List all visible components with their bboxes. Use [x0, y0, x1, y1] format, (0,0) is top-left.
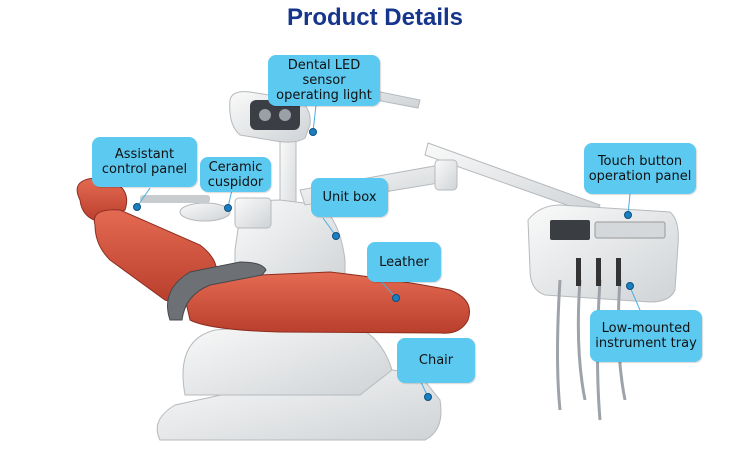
marker-leather	[392, 294, 400, 302]
marker-chair	[424, 393, 432, 401]
callout-assistant-panel: Assistant control panel	[92, 137, 197, 187]
page-title: Product Details	[286, 4, 464, 31]
callout-unit-box: Unit box	[311, 178, 388, 217]
marker-touch-panel	[624, 211, 632, 219]
cuspidor-assembly	[140, 195, 272, 229]
marker-tray	[626, 282, 634, 290]
marker-led-light	[309, 128, 317, 136]
callout-cuspidor: Ceramic cuspidor	[200, 157, 271, 192]
marker-cuspidor	[224, 204, 232, 212]
marker-unit-box	[332, 232, 340, 240]
chair-base	[156, 319, 442, 441]
callout-tray: Low-mounted instrument tray	[590, 310, 702, 362]
callout-touch-panel: Touch button operation panel	[584, 143, 696, 194]
chair-upholstery	[76, 177, 470, 334]
callout-leather: Leather	[367, 242, 441, 282]
callout-chair: Chair	[397, 338, 475, 383]
instrument-tray	[527, 204, 679, 421]
callout-led-light: Dental LED sensor operating light	[268, 55, 380, 106]
marker-assistant-panel	[133, 203, 141, 211]
